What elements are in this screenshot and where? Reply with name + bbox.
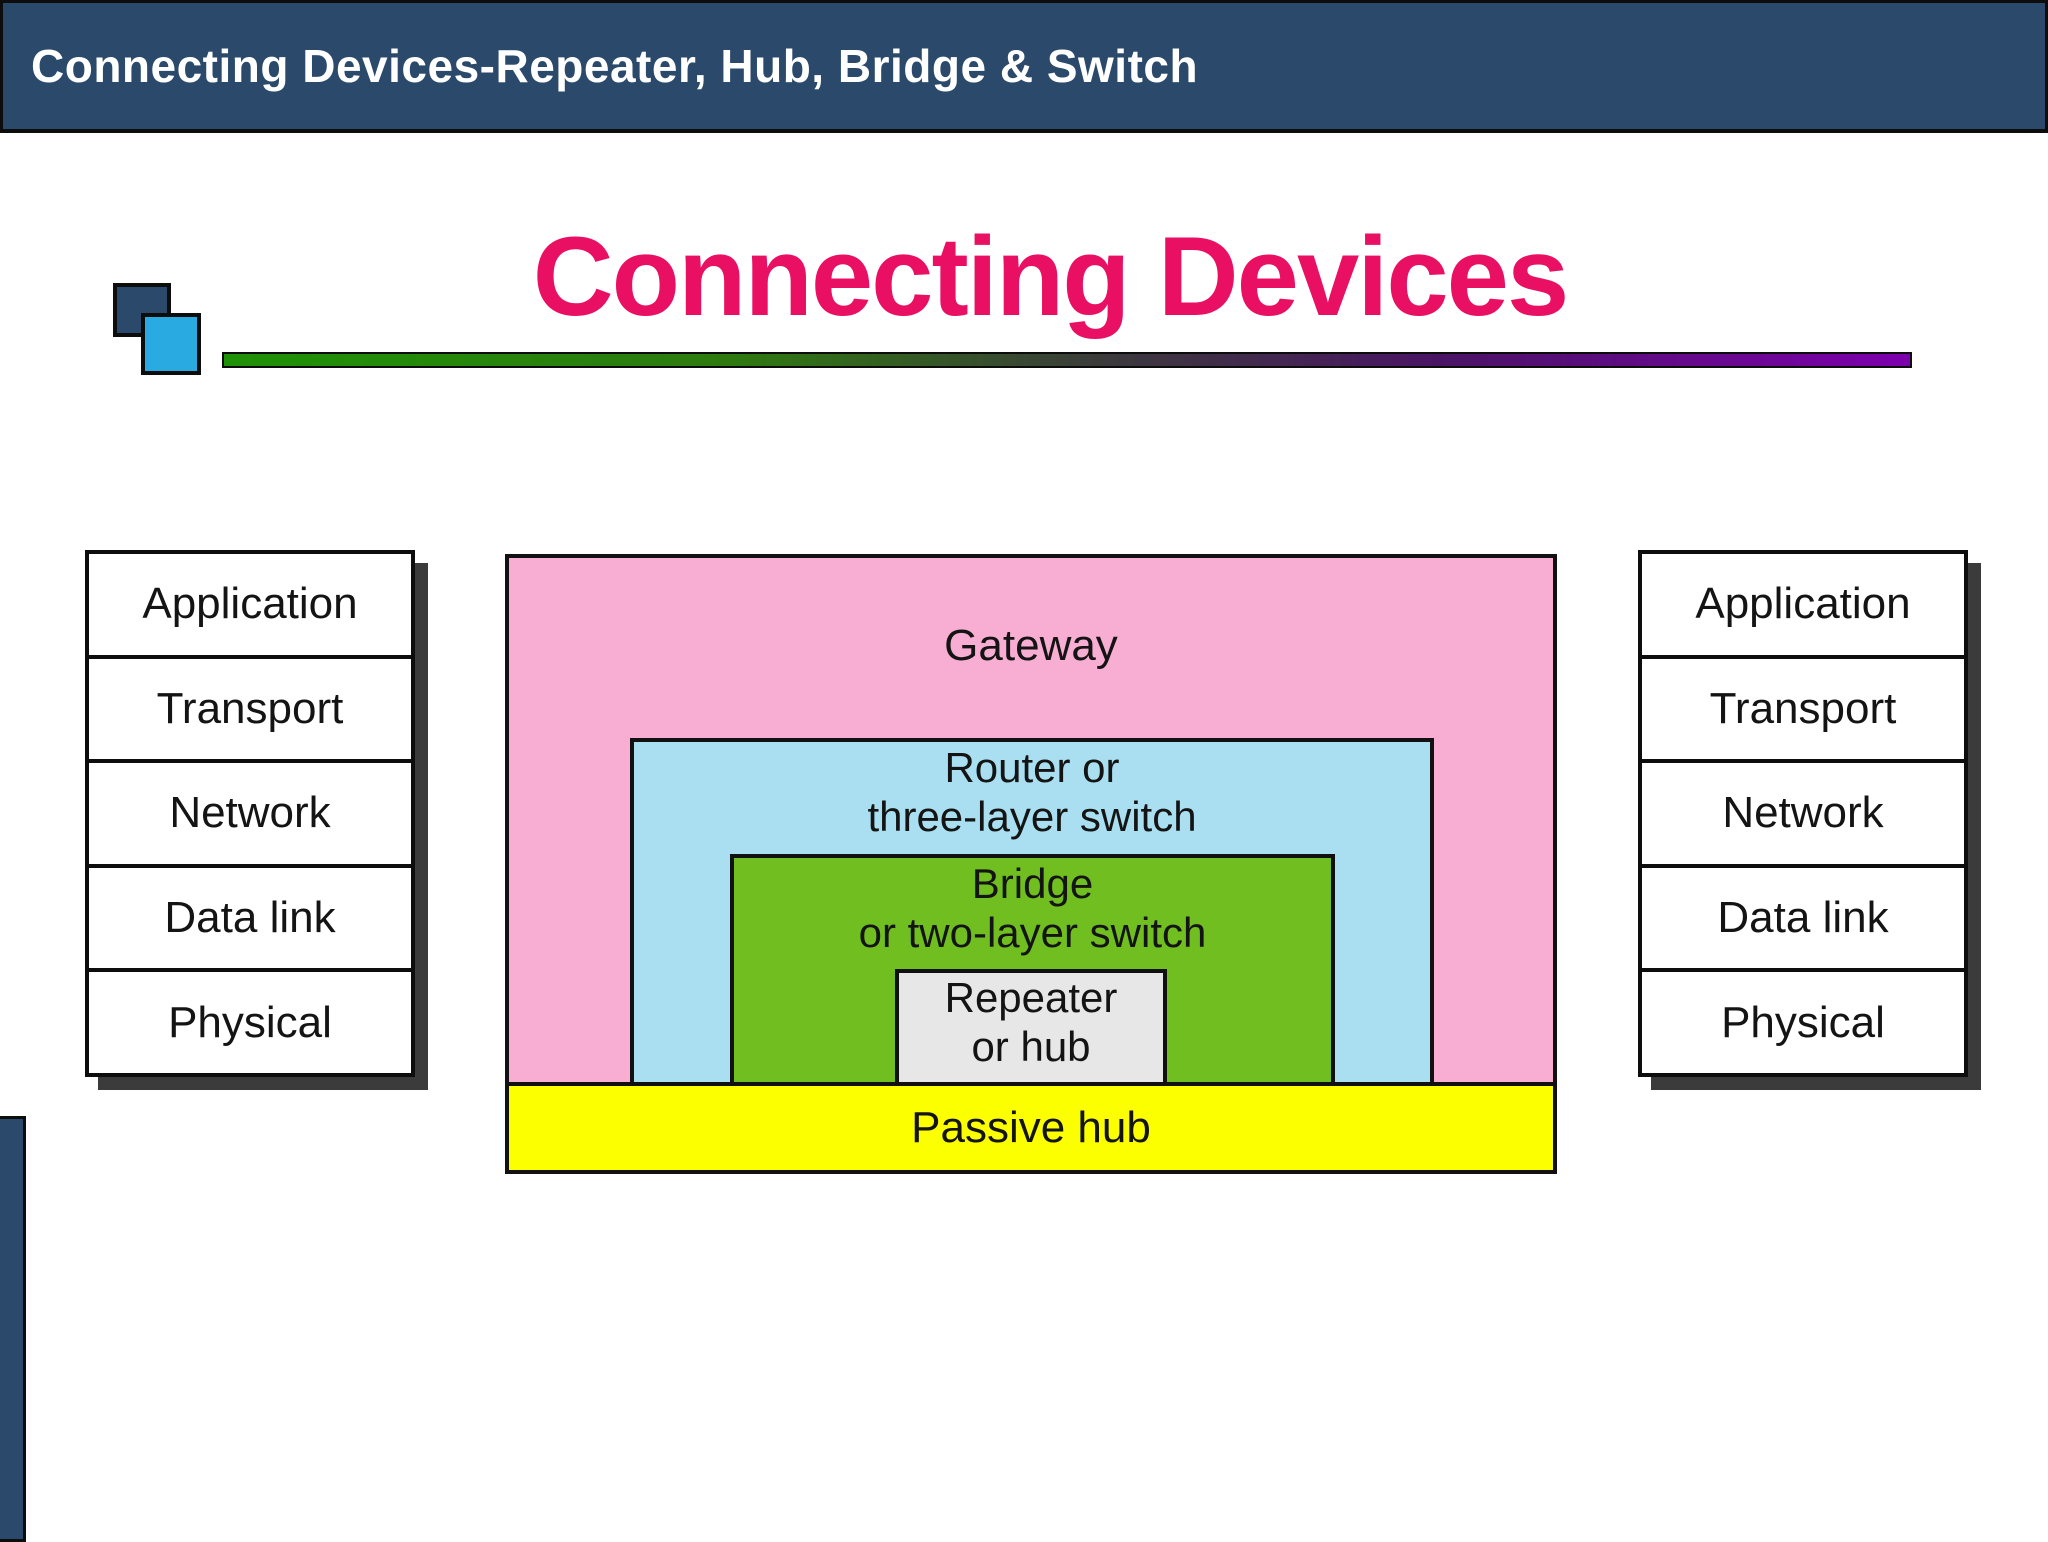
osi-layer-application: Application [1642, 554, 1964, 659]
router-label: Router or three-layer switch [630, 744, 1434, 841]
slide-header: Connecting Devices-Repeater, Hub, Bridge… [0, 0, 2048, 133]
title-rule [222, 352, 1912, 368]
osi-layer-transport: Transport [1642, 659, 1964, 764]
osi-layer-physical: Physical [1721, 997, 1885, 1047]
osi-layer-transport: Transport [89, 659, 411, 764]
osi-layer-network: Network [89, 763, 411, 868]
osi-stack-left: Application Transport Network Data link … [85, 550, 415, 1077]
repeater-label: Repeater or hub [895, 974, 1167, 1071]
repeater-label-line2: or hub [971, 1022, 1091, 1070]
osi-layer-datalink: Data link [89, 868, 411, 973]
left-accent-bar [0, 1116, 26, 1542]
osi-layer-physical: Physical [168, 997, 332, 1047]
title-decor-square-light [141, 313, 201, 375]
router-label-line1: Router or [944, 744, 1120, 791]
bridge-label-line1: Bridge [971, 860, 1094, 907]
bridge-label: Bridge or two-layer switch [730, 860, 1335, 957]
osi-stack-right: Application Transport Network Data link … [1638, 550, 1968, 1077]
bridge-label-line2: or two-layer switch [858, 908, 1207, 956]
repeater-label-line1: Repeater [944, 974, 1118, 1021]
router-label-line2: three-layer switch [867, 792, 1197, 840]
header-title: Connecting Devices-Repeater, Hub, Bridge… [31, 40, 1199, 92]
gateway-label: Gateway [944, 621, 1118, 670]
passive-hub-label: Passive hub [911, 1103, 1151, 1152]
osi-layer-network: Network [1642, 763, 1964, 868]
slide-title: Connecting Devices [532, 214, 1570, 339]
osi-layer-application: Application [89, 554, 411, 659]
osi-layer-datalink: Data link [1642, 868, 1964, 973]
passive-hub-band: Passive hub [505, 1082, 1557, 1174]
repeater-box [895, 969, 1167, 1082]
